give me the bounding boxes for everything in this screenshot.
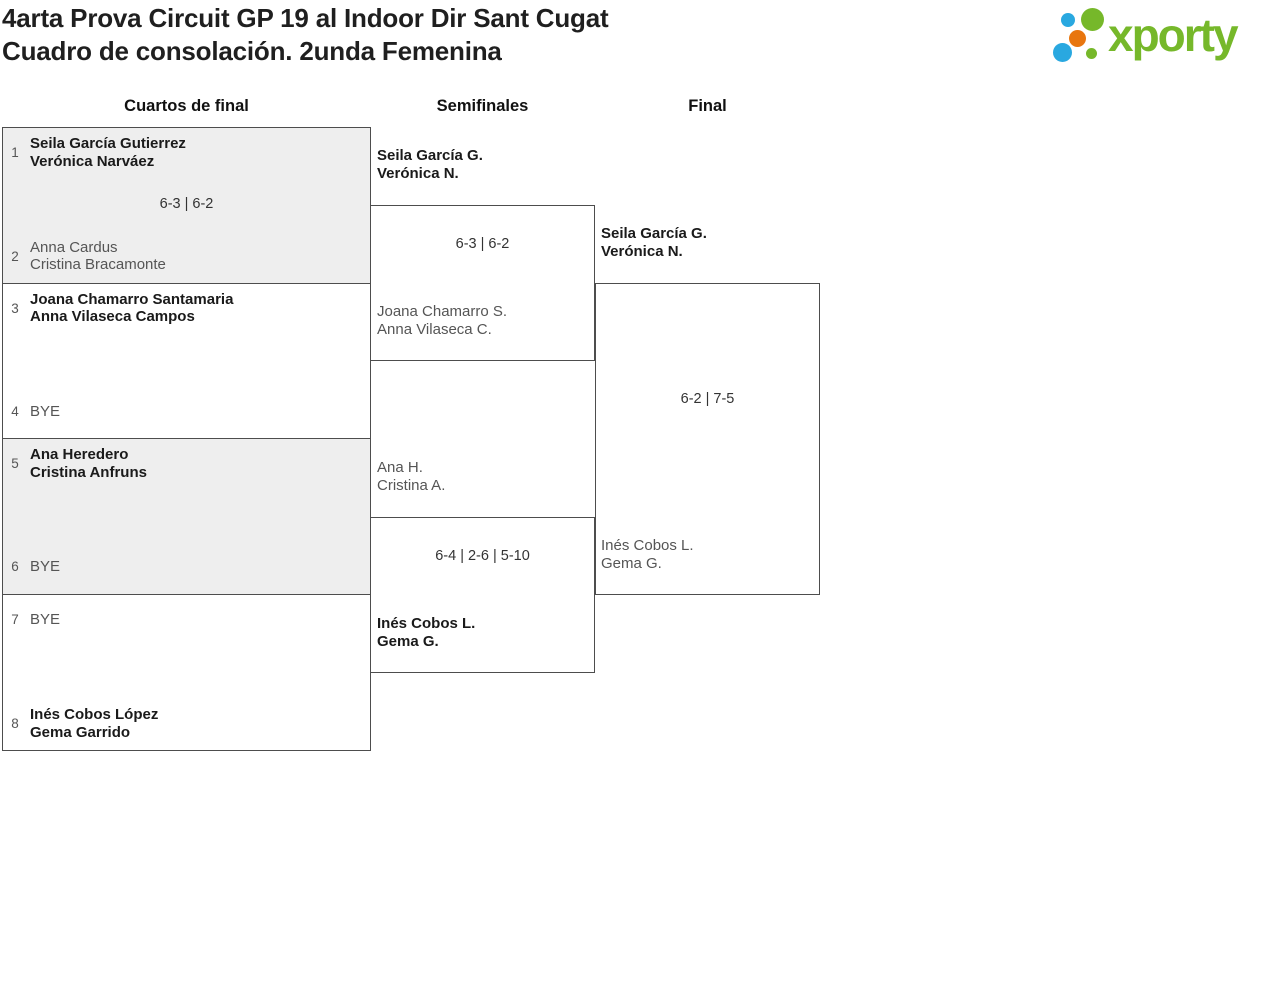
player-name: Joana Chamarro Santamaria	[30, 290, 234, 308]
logo-dot-icon	[1081, 8, 1104, 31]
team-entry: 3 Joana Chamarro Santamaria Anna Vilasec…	[8, 291, 233, 326]
logo-dot-icon	[1061, 13, 1075, 27]
player-name: Joana Chamarro S.	[377, 303, 508, 320]
team-names: Anna Cardus Cristina Bracamonte	[30, 239, 166, 274]
seed-number: 7	[11, 611, 19, 627]
team-names: Seila García G. Verónica N.	[377, 147, 483, 182]
match-score: 6-3 | 6-2	[159, 196, 214, 212]
qf-match-3: 5 Ana Heredero Cristina Anfruns 6 BYE	[3, 439, 370, 595]
sf-match-2-box	[370, 517, 595, 673]
logo-dot-icon	[1053, 43, 1072, 62]
draw-name: Cuadro de consolación. 2unda Femenina	[2, 36, 502, 66]
player-name: Gema G.	[377, 632, 439, 650]
match-score: 6-4 | 2-6 | 5-10	[435, 548, 530, 564]
player-name: Gema G.	[601, 554, 662, 572]
column-header-final: Final	[688, 97, 727, 115]
player-name: Gema Garrido	[30, 723, 131, 741]
team-names: Ana H. Cristina A.	[377, 459, 445, 494]
sf-match-1-box	[370, 205, 595, 361]
logo-wordmark: xporty	[1108, 9, 1239, 61]
team-names: BYE	[30, 611, 60, 629]
match-score: 6-3 | 6-2	[455, 236, 510, 252]
logo-dot-icon	[1069, 30, 1086, 47]
team-entry: 6 BYE	[8, 558, 60, 576]
player-name: Inés Cobos L.	[377, 615, 476, 632]
seed-number: 4	[11, 403, 19, 419]
player-name: Inés Cobos López	[30, 706, 159, 723]
team-entry: 5 Ana Heredero Cristina Anfruns	[8, 446, 147, 481]
team-entry: 8 Inés Cobos López Gema Garrido	[8, 706, 158, 741]
page-title: 4arta Prova Circuit GP 19 al Indoor Dir …	[2, 2, 609, 68]
player-name: Cristina Bracamonte	[30, 256, 166, 273]
team-entry: 7 BYE	[8, 611, 60, 629]
player-name: Verónica N.	[601, 242, 683, 260]
player-name: Inés Cobos L.	[601, 537, 694, 554]
team-names: Inés Cobos L. Gema G.	[601, 537, 694, 572]
player-name: Seila García G.	[601, 225, 707, 242]
player-name: Seila García G.	[377, 147, 483, 164]
qf-match-2: 3 Joana Chamarro Santamaria Anna Vilasec…	[3, 284, 370, 439]
player-name: Anna Vilaseca C.	[377, 320, 492, 338]
player-name: Cristina A.	[377, 476, 446, 494]
seed-number: 2	[11, 248, 19, 264]
column-header-quarterfinals: Cuartos de final	[124, 97, 249, 115]
seed-number: 8	[11, 716, 19, 731]
match-score: 6-2 | 7-5	[680, 391, 735, 407]
player-name: Ana Heredero	[30, 446, 129, 463]
player-name: Anna Cardus	[30, 238, 118, 256]
qf-match-4: 7 BYE 8 Inés Cobos López Gema Garrido	[3, 595, 370, 751]
team-names: Seila García Gutierrez Verónica Narváez	[30, 135, 186, 170]
team-names: Joana Chamarro Santamaria Anna Vilaseca …	[30, 291, 233, 326]
team-names: Joana Chamarro S. Anna Vilaseca C.	[377, 303, 507, 338]
team-entry: 1 Seila García Gutierrez Verónica Narváe…	[8, 135, 186, 170]
player-name: Ana H.	[377, 459, 423, 476]
team-names: Seila García G. Verónica N.	[601, 225, 707, 260]
tournament-name: 4arta Prova Circuit GP 19 al Indoor Dir …	[2, 3, 609, 33]
seed-number: 1	[11, 145, 19, 160]
quarterfinals-column: 1 Seila García Gutierrez Verónica Narváe…	[2, 127, 371, 751]
team-names: BYE	[30, 403, 60, 421]
player-name: Verónica Narváez	[30, 152, 155, 170]
seed-number: 5	[11, 456, 19, 471]
player-name: Seila García Gutierrez	[30, 135, 186, 152]
player-name: Cristina Anfruns	[30, 463, 147, 481]
team-entry: 4 BYE	[8, 403, 60, 421]
player-name: Anna Vilaseca Campos	[30, 308, 195, 325]
bye-label: BYE	[30, 558, 61, 575]
bye-label: BYE	[30, 402, 61, 420]
team-names: BYE	[30, 558, 60, 576]
logo-dot-icon	[1086, 48, 1097, 59]
bye-label: BYE	[30, 610, 61, 628]
player-name: Verónica N.	[377, 164, 459, 182]
final-match-box	[595, 283, 820, 595]
team-names: Inés Cobos López Gema Garrido	[30, 706, 158, 741]
team-names: Inés Cobos L. Gema G.	[377, 615, 475, 650]
qf-match-1: 1 Seila García Gutierrez Verónica Narváe…	[3, 128, 370, 284]
team-names: Ana Heredero Cristina Anfruns	[30, 446, 147, 481]
seed-number: 6	[11, 559, 19, 575]
xporty-logo: xporty	[1050, 0, 1278, 72]
column-header-semifinals: Semifinales	[436, 97, 529, 115]
team-entry: 2 Anna Cardus Cristina Bracamonte	[8, 239, 166, 274]
seed-number: 3	[11, 300, 19, 316]
